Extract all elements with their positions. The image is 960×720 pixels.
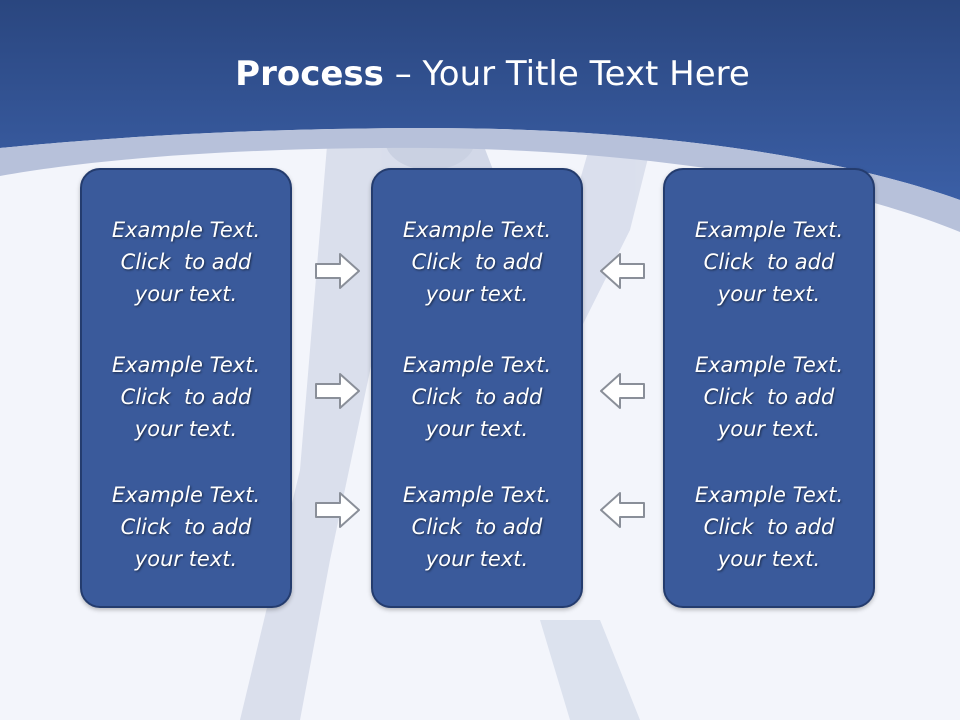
center-item-1[interactable]: Example Text. Click to add your text. xyxy=(373,214,581,310)
item-line: Click to add xyxy=(703,515,835,539)
item-line: Click to add xyxy=(703,250,835,274)
item-line: your text. xyxy=(134,417,238,441)
item-line: your text. xyxy=(717,282,821,306)
item-line: Example Text. xyxy=(402,353,552,377)
item-line: your text. xyxy=(717,547,821,571)
item-line: Click to add xyxy=(120,515,252,539)
item-line: your text. xyxy=(425,547,529,571)
left-item-3[interactable]: Example Text. Click to add your text. xyxy=(82,479,290,575)
item-line: Example Text. xyxy=(694,353,844,377)
left-item-1[interactable]: Example Text. Click to add your text. xyxy=(82,214,290,310)
left-column-box[interactable]: Example Text. Click to add your text. Ex… xyxy=(80,168,292,608)
item-line: your text. xyxy=(425,282,529,306)
center-item-2[interactable]: Example Text. Click to add your text. xyxy=(373,349,581,445)
slide-title: Process – Your Title Text Here xyxy=(0,52,960,96)
item-line: Click to add xyxy=(120,385,252,409)
item-line: your text. xyxy=(134,547,238,571)
arrow-right-icon xyxy=(315,253,360,289)
center-column-box[interactable]: Example Text. Click to add your text. Ex… xyxy=(371,168,583,608)
item-line: your text. xyxy=(717,417,821,441)
title-dash: – xyxy=(383,54,423,94)
right-item-2[interactable]: Example Text. Click to add your text. xyxy=(665,349,873,445)
arrow-right-icon xyxy=(315,492,360,528)
item-line: Click to add xyxy=(120,250,252,274)
item-line: Example Text. xyxy=(402,218,552,242)
arrow-left-icon xyxy=(600,373,645,409)
item-line: Example Text. xyxy=(111,218,261,242)
item-line: Example Text. xyxy=(402,483,552,507)
item-line: your text. xyxy=(425,417,529,441)
arrow-left-icon xyxy=(600,492,645,528)
arrow-left-icon xyxy=(600,253,645,289)
item-line: Click to add xyxy=(411,250,543,274)
right-item-3[interactable]: Example Text. Click to add your text. xyxy=(665,479,873,575)
item-line: Example Text. xyxy=(694,483,844,507)
item-line: Click to add xyxy=(411,385,543,409)
title-strong: Process xyxy=(235,54,384,94)
left-item-2[interactable]: Example Text. Click to add your text. xyxy=(82,349,290,445)
center-item-3[interactable]: Example Text. Click to add your text. xyxy=(373,479,581,575)
item-line: your text. xyxy=(134,282,238,306)
item-line: Example Text. xyxy=(694,218,844,242)
item-line: Click to add xyxy=(703,385,835,409)
title-rest: Your Title Text Here xyxy=(422,54,750,94)
right-column-box[interactable]: Example Text. Click to add your text. Ex… xyxy=(663,168,875,608)
right-item-1[interactable]: Example Text. Click to add your text. xyxy=(665,214,873,310)
item-line: Example Text. xyxy=(111,483,261,507)
item-line: Example Text. xyxy=(111,353,261,377)
item-line: Click to add xyxy=(411,515,543,539)
arrow-right-icon xyxy=(315,373,360,409)
